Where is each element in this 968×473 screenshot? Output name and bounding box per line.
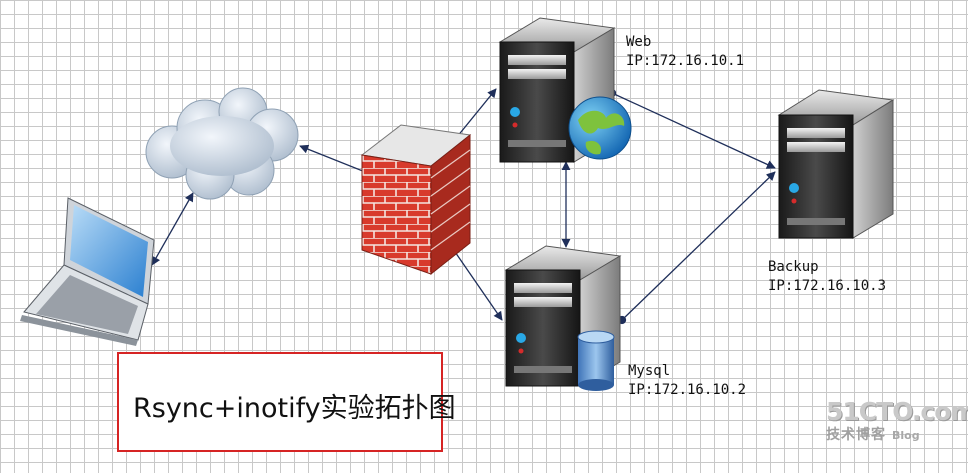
watermark-sub-text: 技术博客 [826, 427, 886, 443]
internet-cloud-icon [145, 87, 299, 200]
firewall-icon [360, 124, 472, 276]
backup-node-label: Backup IP:172.16.10.3 [768, 258, 886, 296]
mysql-server-icon [504, 245, 622, 387]
web-ip: IP:172.16.10.1 [626, 53, 745, 69]
watermark-subtitle: 技术博客 Blog [826, 424, 968, 444]
link-mysql-backup [621, 171, 776, 321]
watermark-blog: Blog [892, 429, 920, 442]
watermark: 51CTO.com 技术博客 Blog [826, 397, 968, 444]
backup-name: Backup [768, 259, 819, 275]
database-icon [577, 330, 615, 391]
diagram-title: Rsync+inotify实验拓扑图 [133, 393, 456, 424]
web-name: Web [626, 34, 652, 50]
web-node-label: Web IP:172.16.10.1 [626, 33, 744, 71]
backup-server-icon [777, 89, 895, 239]
title-box: Rsync+inotify实验拓扑图 [117, 352, 456, 452]
link-laptop-cloud [151, 192, 194, 266]
mysql-ip: IP:172.16.10.2 [628, 382, 747, 398]
backup-ip: IP:172.16.10.3 [768, 278, 887, 294]
watermark-logo: 51CTO.com [826, 397, 968, 426]
globe-icon [568, 96, 632, 160]
laptop-icon [20, 197, 155, 346]
mysql-name: Mysql [628, 363, 671, 379]
mysql-node-label: Mysql IP:172.16.10.2 [628, 362, 746, 400]
link-web-backup [611, 92, 776, 169]
